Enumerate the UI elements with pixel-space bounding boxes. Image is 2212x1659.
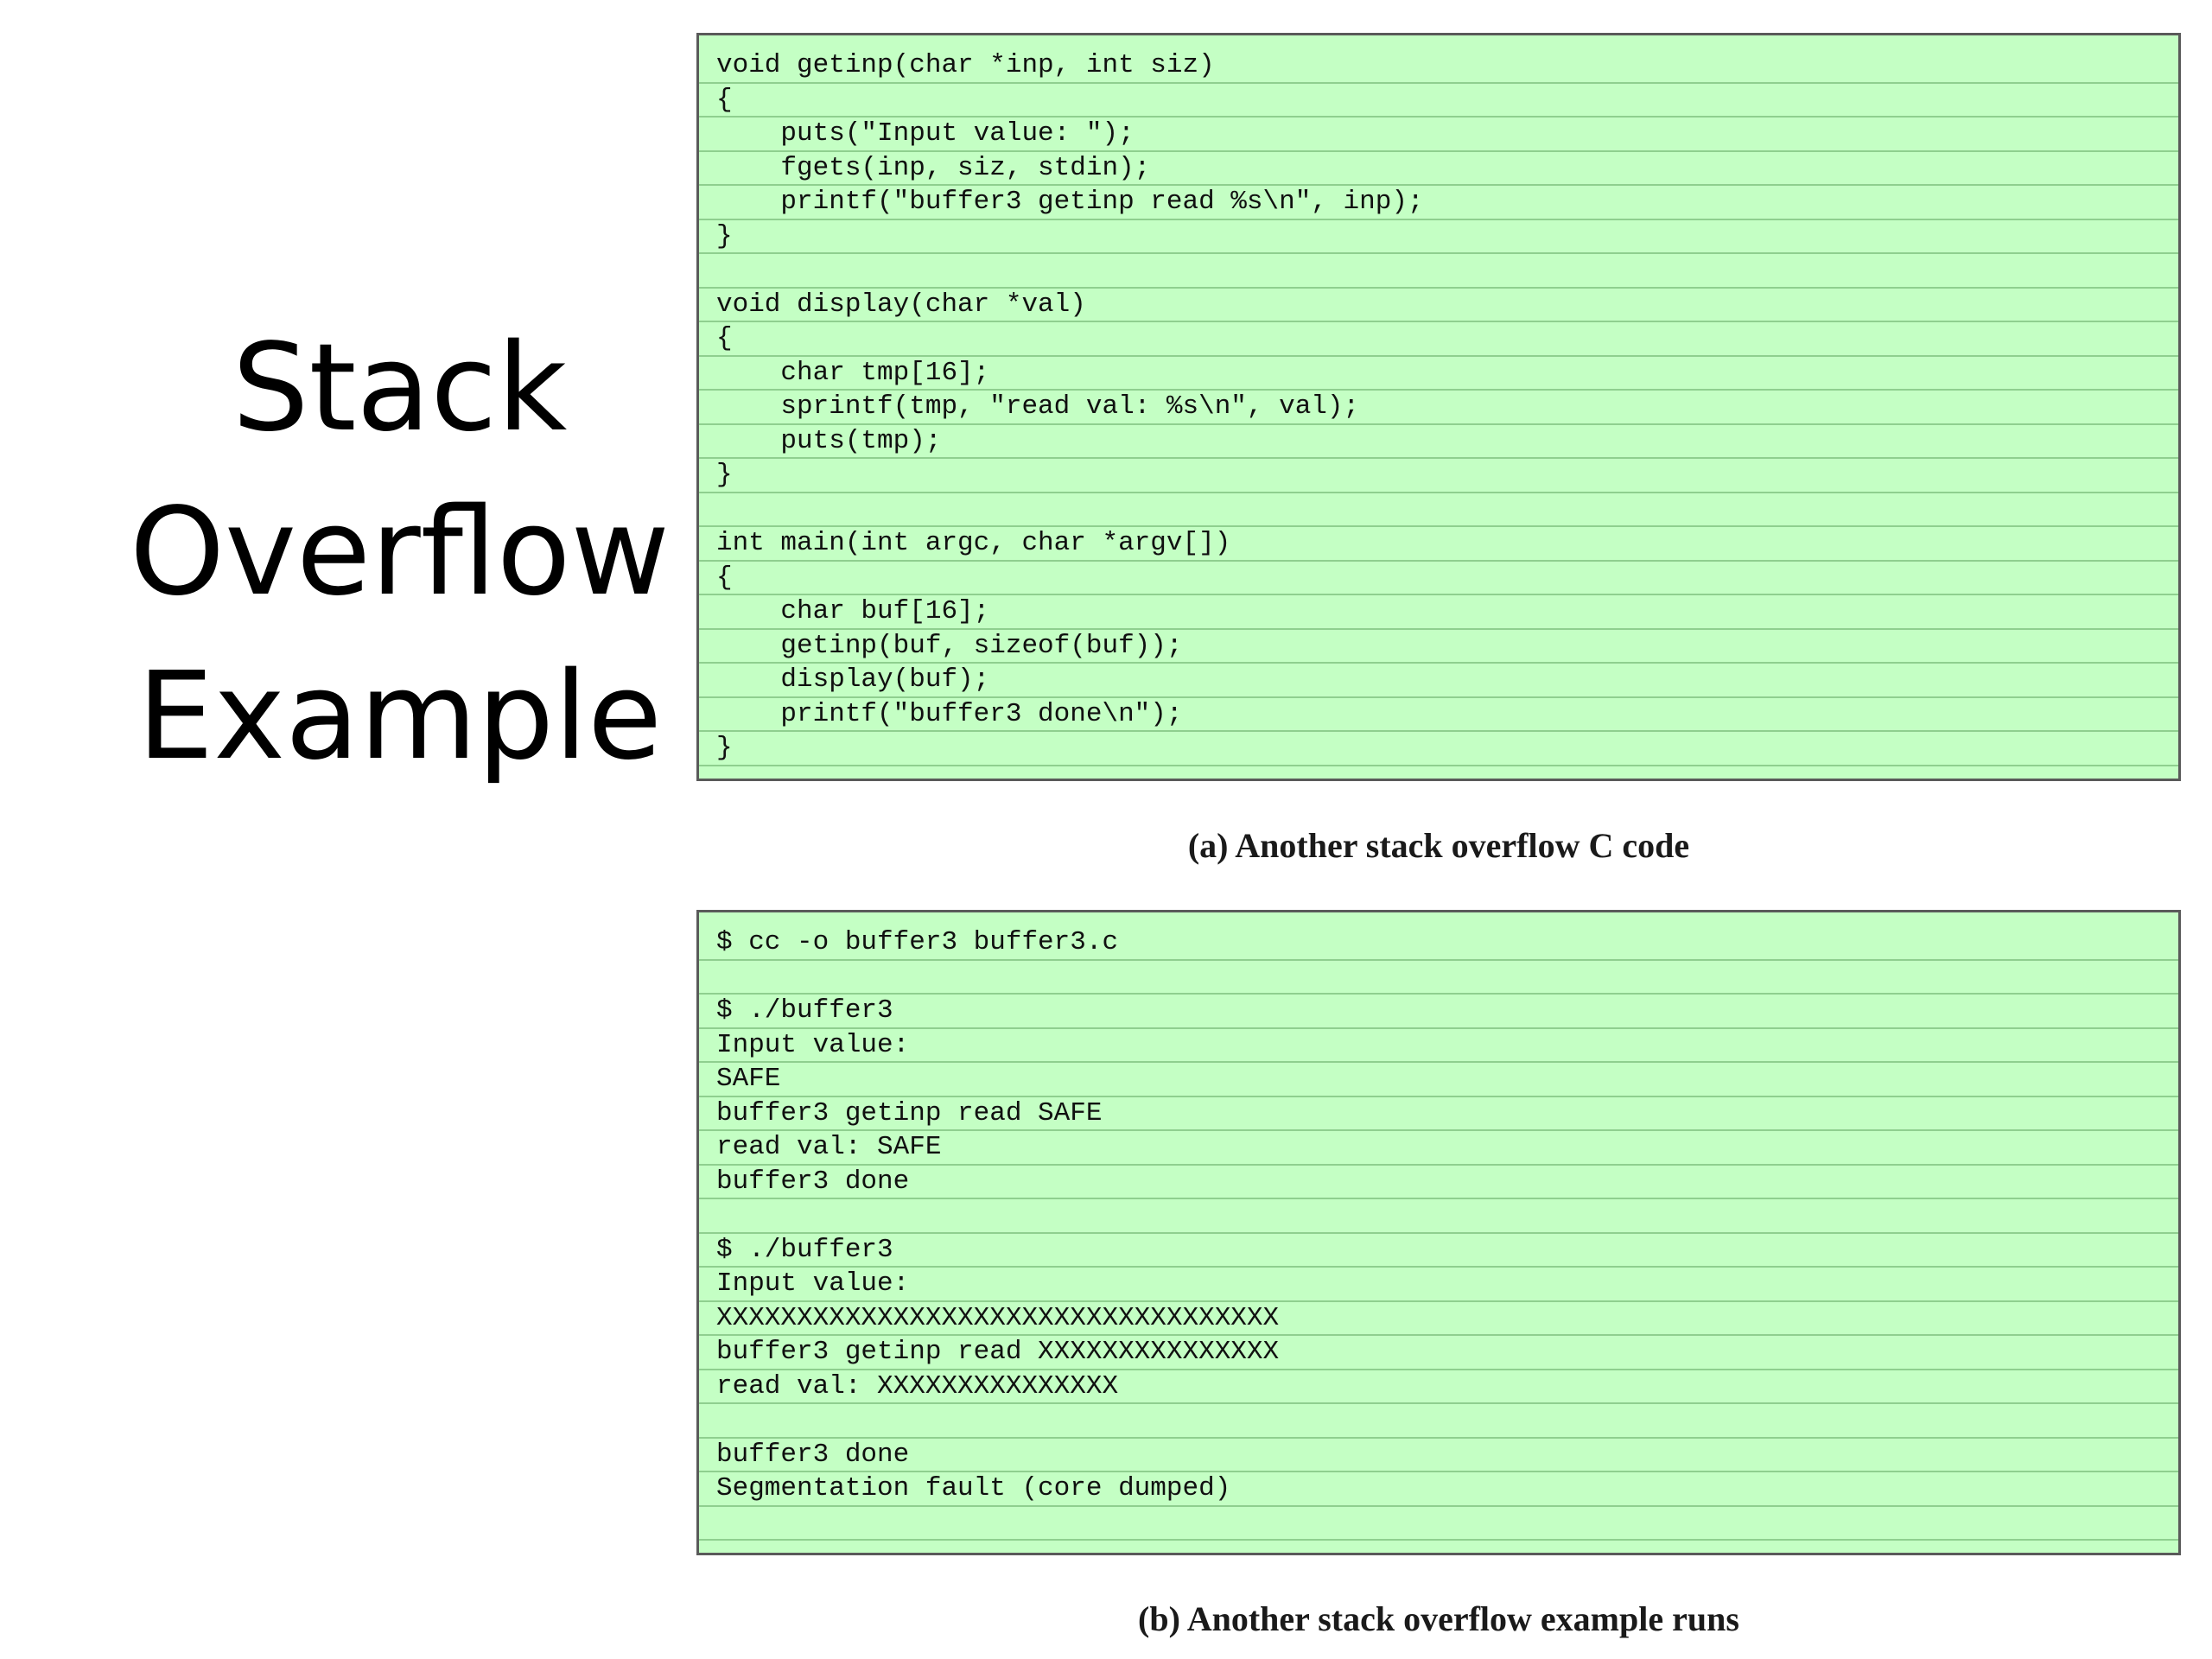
output-line: [699, 1404, 2178, 1439]
slide-title-line-1: Stack: [232, 318, 568, 459]
output-line: [699, 1507, 2178, 1541]
output-line: read val: XXXXXXXXXXXXXXX: [699, 1370, 2178, 1404]
output-line: SAFE: [699, 1063, 2178, 1097]
code-line: [699, 493, 2178, 527]
output-line: $ ./buffer3: [699, 995, 2178, 1029]
output-line: Input value:: [699, 1029, 2178, 1063]
output-line: read val: SAFE: [699, 1131, 2178, 1166]
slide-title-line-3: Example: [137, 646, 663, 787]
c-code-listing: void getinp(char *inp, int siz) { puts("…: [696, 33, 2181, 781]
code-line: {: [699, 562, 2178, 595]
output-line: XXXXXXXXXXXXXXXXXXXXXXXXXXXXXXXXXXX: [699, 1302, 2178, 1336]
code-line: [699, 254, 2178, 289]
code-line: char buf[16];: [699, 595, 2178, 630]
output-line: buffer3 done: [699, 1439, 2178, 1472]
figure-a-caption: (a) Another stack overflow C code: [1187, 826, 1690, 865]
code-line: }: [699, 459, 2178, 493]
output-line: Segmentation fault (core dumped): [699, 1472, 2178, 1507]
slide-title: Stack Overflow Example: [35, 307, 765, 799]
code-line: int main(int argc, char *argv[]): [699, 527, 2178, 562]
code-line: display(buf);: [699, 664, 2178, 698]
output-line: buffer3 getinp read SAFE: [699, 1097, 2178, 1131]
code-line: }: [699, 732, 2178, 766]
output-line: Input value:: [699, 1268, 2178, 1302]
code-line: printf("buffer3 done\n");: [699, 698, 2178, 732]
figure-b-caption: (b) Another stack overflow example runs: [1138, 1599, 1739, 1638]
code-line: void display(char *val): [699, 289, 2178, 322]
output-line: $ cc -o buffer3 buffer3.c: [699, 926, 2178, 961]
code-line: {: [699, 322, 2178, 357]
terminal-output-listing: $ cc -o buffer3 buffer3.c $ ./buffer3 In…: [696, 910, 2181, 1555]
code-line: }: [699, 220, 2178, 254]
output-line: $ ./buffer3: [699, 1234, 2178, 1268]
slide-title-line-2: Overflow: [129, 482, 671, 623]
output-line: [699, 1199, 2178, 1234]
output-line: buffer3 done: [699, 1166, 2178, 1199]
code-line: {: [699, 84, 2178, 118]
code-line: puts("Input value: ");: [699, 118, 2178, 152]
code-line: getinp(buf, sizeof(buf));: [699, 630, 2178, 664]
output-line: buffer3 getinp read XXXXXXXXXXXXXXX: [699, 1336, 2178, 1370]
code-line: sprintf(tmp, "read val: %s\n", val);: [699, 391, 2178, 425]
code-line: void getinp(char *inp, int siz): [699, 49, 2178, 84]
code-line: puts(tmp);: [699, 425, 2178, 459]
output-line: [699, 961, 2178, 995]
code-line: printf("buffer3 getinp read %s\n", inp);: [699, 186, 2178, 220]
code-line: fgets(inp, siz, stdin);: [699, 152, 2178, 186]
code-line: char tmp[16];: [699, 357, 2178, 391]
